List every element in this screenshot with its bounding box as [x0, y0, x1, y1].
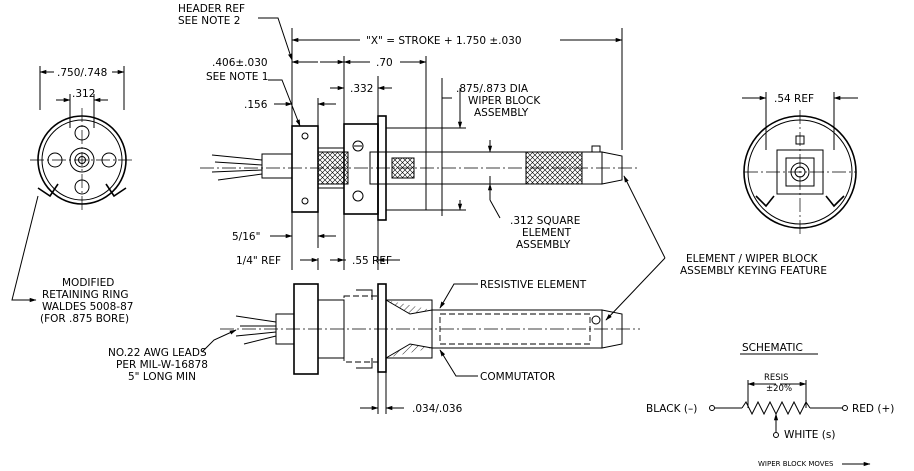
square-label-3: ASSEMBLY — [516, 239, 571, 251]
see-note-2-label: SEE NOTE 2 — [178, 15, 240, 27]
lower-section-view — [220, 283, 640, 414]
left-end-view — [30, 66, 134, 212]
red-lead-label: RED (+) — [852, 403, 894, 415]
schematic-title: SCHEMATIC — [742, 342, 803, 354]
resistive-leader — [439, 283, 478, 309]
keying-label-1: ELEMENT / WIPER BLOCK — [686, 253, 819, 265]
dim-034: .034/.036 — [412, 403, 463, 415]
schematic — [709, 353, 871, 467]
dia-label-1: .875/.873 DIA — [456, 83, 529, 95]
keying-label-2: ASSEMBLY KEYING FEATURE — [680, 265, 827, 277]
wiper-moves-label: WIPER BLOCK MOVES — [758, 460, 834, 468]
keying-leader-bottom — [605, 257, 666, 321]
ring-leader — [11, 195, 39, 303]
header-ref-label: HEADER REF — [178, 3, 245, 15]
ring-label-1: MODIFIED — [62, 277, 114, 289]
ring-label-3: WALDES 5008-87 — [42, 301, 133, 313]
commutator-label: COMMUTATOR — [480, 371, 555, 383]
right-end-view — [742, 92, 858, 234]
leads-leader — [201, 329, 237, 353]
commutator-leader — [439, 349, 478, 377]
keying-leader-top — [623, 175, 666, 259]
leads-label-3: 5" LONG MIN — [128, 371, 196, 383]
resistive-element-label: RESISTIVE ELEMENT — [480, 279, 587, 291]
ring-label-2: RETAINING RING — [42, 289, 128, 301]
dim-156: .156 — [244, 99, 268, 111]
black-lead-label: BLACK (–) — [646, 403, 697, 415]
leads-label-2: PER MIL-W-16878 — [116, 359, 208, 371]
resis-label: RESIS — [764, 373, 789, 383]
dim-55-ref: .55 REF — [352, 255, 392, 267]
square-label-2: ELEMENT — [522, 227, 572, 239]
dim-406: .406±.030 — [212, 57, 268, 69]
dim-750: .750/.748 — [57, 67, 107, 79]
leads-label-1: NO.22 AWG LEADS — [108, 347, 207, 359]
dim-332: .332 — [350, 83, 373, 95]
ring-label-4: (FOR .875 BORE) — [40, 313, 129, 325]
white-lead-label: WHITE (s) — [784, 429, 835, 441]
x-stroke-label: "X" = STROKE + 1.750 ±.030 — [366, 35, 522, 47]
square-label-1: .312 SQUARE — [510, 215, 580, 227]
dim-5-16: 5/16" — [232, 231, 260, 243]
dim-54-ref: .54 REF — [774, 93, 814, 105]
dim-312: .312 — [72, 88, 95, 100]
dia-label-3: ASSEMBLY — [474, 107, 529, 119]
see-note-1-label: SEE NOTE 1 — [206, 71, 268, 83]
top-dimensions — [258, 17, 623, 270]
dia-label-2: WIPER BLOCK — [468, 95, 541, 107]
dim-70: .70 — [376, 57, 393, 69]
dim-1-4-ref: 1/4" REF — [236, 255, 281, 267]
resis-tolerance: ±20% — [766, 384, 792, 394]
top-elevation-view — [200, 115, 640, 221]
